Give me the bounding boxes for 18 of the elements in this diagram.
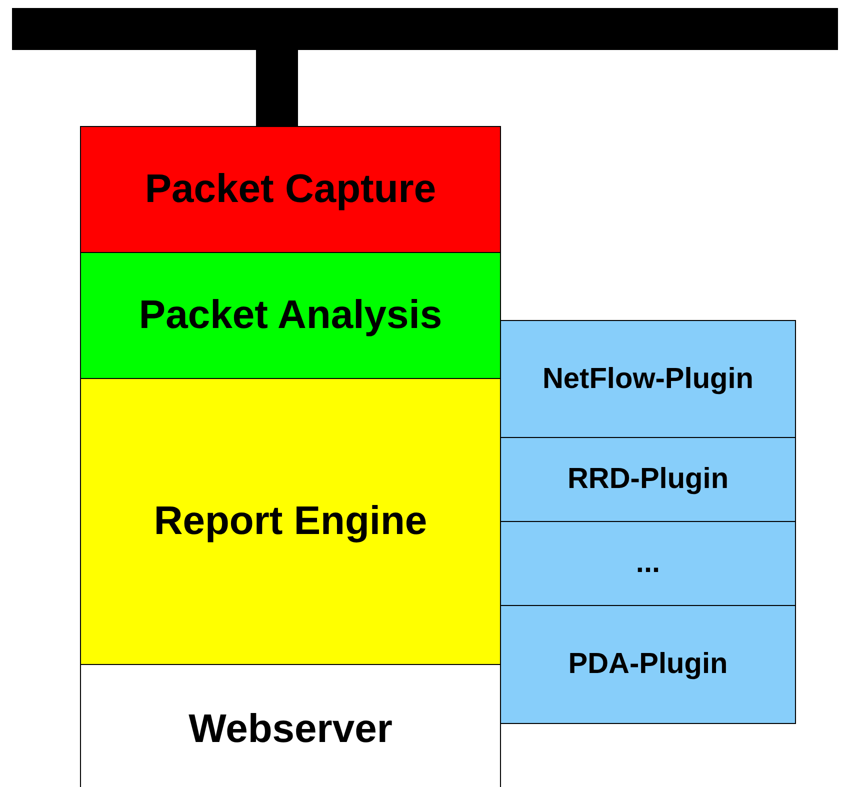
layer-label: Packet Analysis: [138, 293, 442, 338]
layer-box: [80, 252, 501, 379]
layer-label: RRD-Plugin: [567, 463, 729, 496]
layer-box: [80, 378, 501, 665]
layer-label: ...: [636, 547, 660, 580]
plugin-box: [500, 521, 796, 606]
layer-label: Webserver: [188, 706, 392, 752]
layer-label: PDA-Plugin: [568, 648, 728, 681]
layer-label: Packet Capture: [144, 167, 436, 212]
layer-label: Report Engine: [154, 499, 428, 544]
layer-label: NetFlow-Plugin: [542, 362, 754, 396]
layer-box: [80, 664, 501, 787]
layer-box: [80, 126, 501, 253]
connector-stem: [256, 50, 298, 126]
plugin-box: [500, 437, 796, 522]
plugin-box: [500, 320, 796, 438]
plugin-box: [500, 605, 796, 724]
network-bar: [12, 8, 838, 50]
